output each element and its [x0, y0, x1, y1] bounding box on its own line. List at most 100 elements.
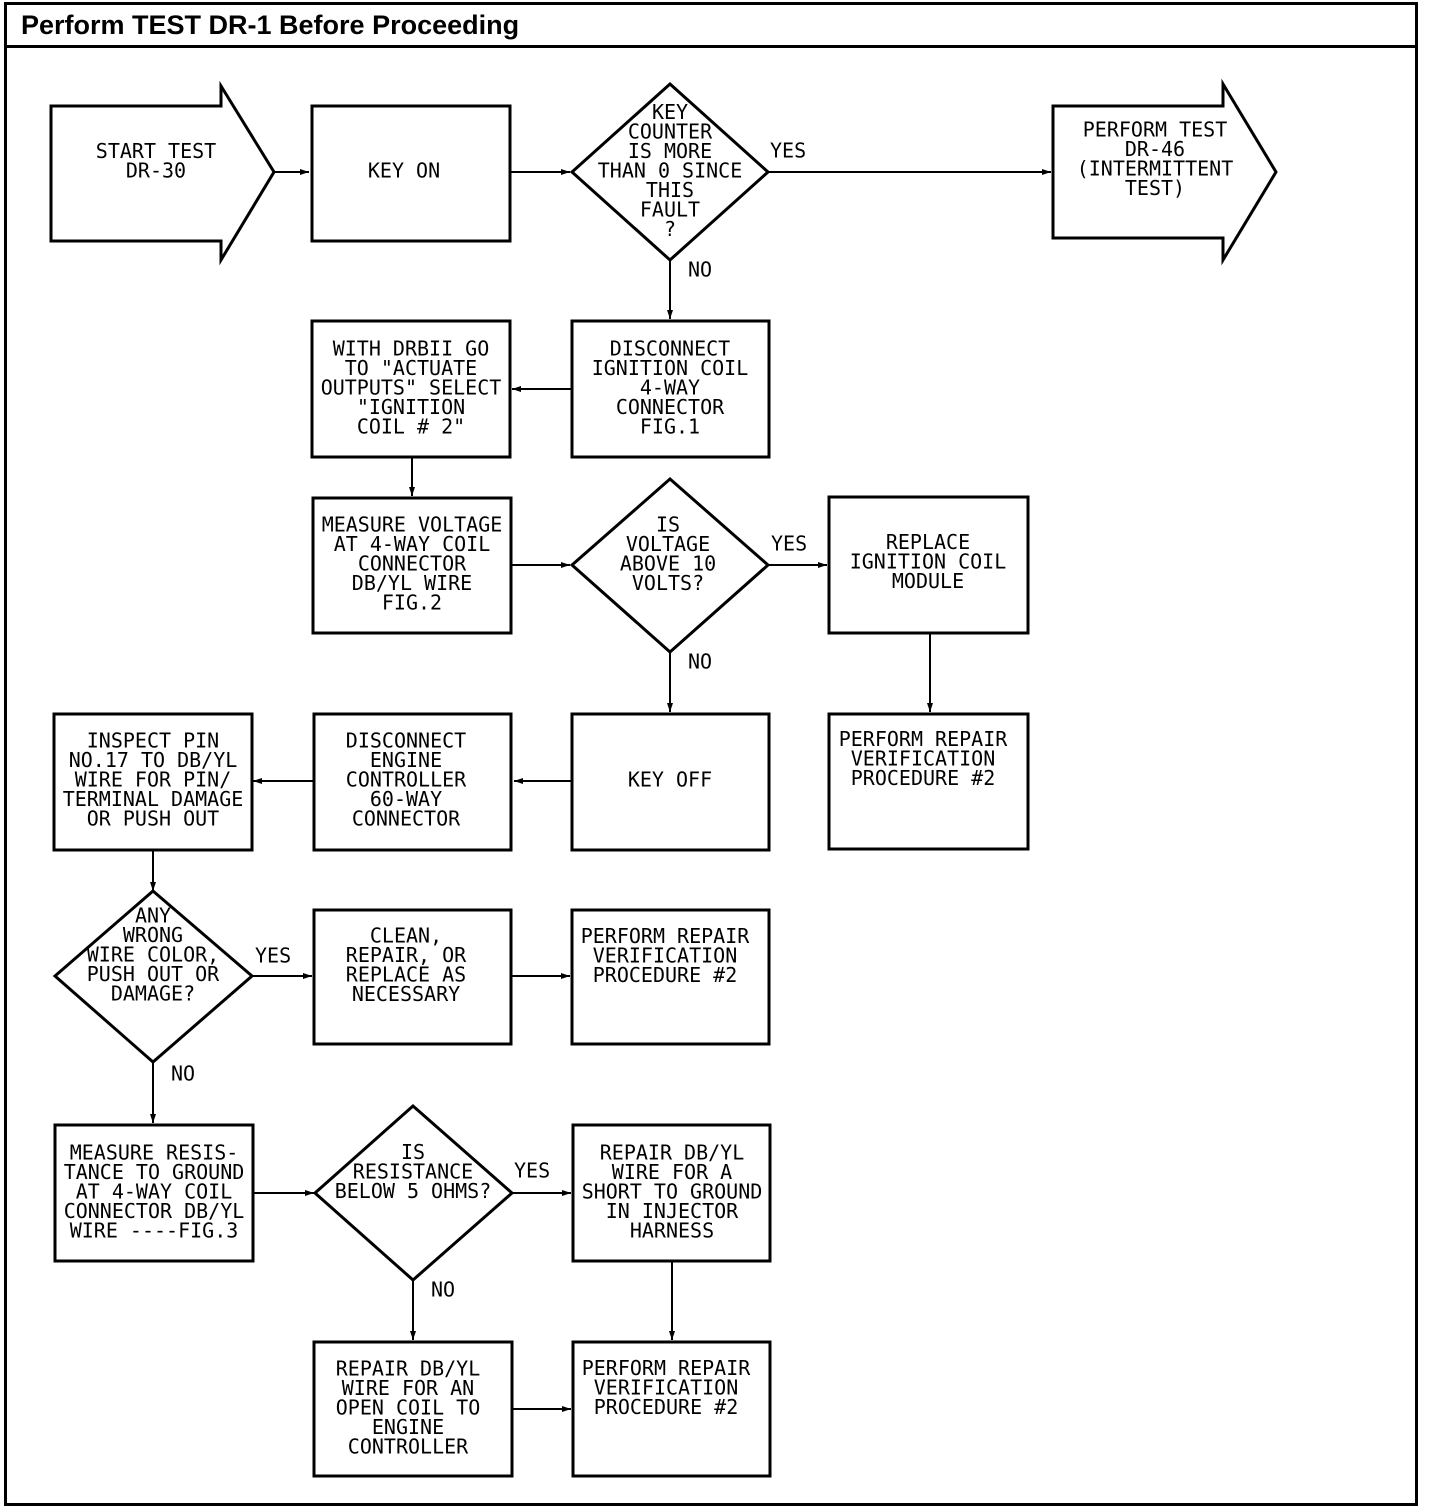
replace-module-text-line: MODULE — [892, 569, 964, 593]
inspect-pin-text-line: NO.17 TO DB/YL — [69, 748, 238, 772]
drbii-text-line: WITH DRBII GO — [333, 337, 490, 361]
edge-label-wrong-wire-yes: YES — [255, 944, 291, 968]
d-key-counter-text-line: COUNTER — [628, 120, 713, 144]
repair-verification-box-2 — [570, 908, 771, 1046]
repair-open-text-line: REPAIR DB/YL — [336, 1357, 481, 1381]
diagram-frame: Perform TEST DR-1 Before Proceeding — [4, 2, 1418, 1506]
repair-verification-box-3 — [571, 1340, 772, 1478]
disconnect-coil-text-line: IGNITION COIL — [592, 356, 749, 380]
repair-open-text-line: CONTROLLER — [348, 1435, 469, 1459]
d-key-counter-text-line: KEY — [652, 100, 688, 124]
d-voltage-text-line: VOLTS? — [632, 571, 704, 595]
clean-repair-box — [312, 908, 513, 1046]
repair-verif-1-text-line: VERIFICATION — [851, 747, 996, 771]
disconnect-engine-box — [312, 712, 513, 852]
key-off-box — [570, 712, 771, 852]
d-key-counter-text-line: THIS — [646, 178, 694, 202]
repair-verif-3-text-line: PROCEDURE #2 — [594, 1395, 739, 1419]
connectors — [150, 169, 1051, 1412]
drbii-box — [310, 319, 512, 459]
disconnect-engine-text-line: 60-WAY — [370, 787, 442, 811]
d-resistance-text-line: RESISTANCE — [353, 1160, 473, 1184]
clean-repair-text-line: REPAIR, OR — [346, 943, 467, 967]
measure-voltage-box — [311, 496, 513, 635]
d-voltage-text-line: ABOVE 10 — [620, 551, 716, 575]
disconnect-coil-text-line: DISCONNECT — [610, 337, 730, 361]
clean-repair-text-line: REPLACE AS — [346, 962, 466, 986]
disconnect-coil-text-line: FIG.1 — [640, 415, 700, 439]
repair-verif-1-text-line: PROCEDURE #2 — [851, 766, 996, 790]
repair-verif-3-text-line: VERIFICATION — [594, 1376, 739, 1400]
key-off-text-line: KEY OFF — [628, 768, 712, 792]
edge-label-voltage-yes: YES — [771, 532, 807, 556]
repair-verif-3-text-line: PERFORM REPAIR — [582, 1356, 752, 1380]
start-text-line: DR-30 — [126, 158, 186, 182]
disconnect-coil-text-line: 4-WAY — [640, 376, 700, 400]
wrong-wire-decision — [52, 889, 255, 1064]
repair-short-box — [571, 1123, 772, 1263]
d-key-counter-text-line: FAULT — [640, 198, 700, 222]
edge-label-resistance-no: NO — [431, 1278, 455, 1302]
drbii-text-line: OUTPUTS" SELECT — [321, 376, 502, 400]
start-arrow-shape — [49, 80, 276, 266]
page-title: Perform TEST DR-1 Before Proceeding — [7, 5, 1415, 48]
clean-repair-text-line: CLEAN, — [370, 923, 442, 947]
measure-resistance-text-line: AT 4-WAY COIL — [76, 1180, 233, 1204]
d-wrong-wire-text-line: ANY — [135, 904, 171, 928]
inspect-pin-text-line: OR PUSH OUT — [87, 807, 219, 831]
disconnect-coil-text-line: CONNECTOR — [616, 395, 725, 419]
measure-resistance-text-line: CONNECTOR DB/YL — [64, 1199, 245, 1223]
repair-open-text-line: OPEN COIL TO — [336, 1396, 481, 1420]
edge-label-resistance-yes: YES — [514, 1159, 550, 1183]
measure-voltage-text-line: AT 4-WAY COIL — [334, 532, 491, 556]
repair-verif-1-text-line: PERFORM REPAIR — [839, 727, 1009, 751]
d-voltage-text-line: IS — [656, 512, 680, 536]
measure-resistance-text-line: TANCE TO GROUND — [64, 1160, 245, 1184]
repair-short-text-line: SHORT TO GROUND — [582, 1180, 763, 1204]
edge-label-voltage-no: NO — [688, 650, 712, 674]
d-key-counter-text-line: ? — [664, 217, 676, 241]
edge-label-wrong-wire-no: NO — [171, 1062, 195, 1086]
d-key-counter-text-line: IS MORE — [628, 139, 712, 163]
repair-short-text-line: IN INJECTOR — [606, 1199, 739, 1223]
repair-open-text-line: ENGINE — [372, 1415, 444, 1439]
measure-voltage-text-line: CONNECTOR — [358, 552, 467, 576]
measure-resistance-box — [53, 1123, 255, 1263]
disconnect-engine-text-line: ENGINE — [370, 748, 442, 772]
d-wrong-wire-text-line: PUSH OUT OR — [87, 962, 220, 986]
perform-dr46-arrow-shape — [1051, 78, 1278, 266]
repair-short-text-line: REPAIR DB/YL — [600, 1141, 745, 1165]
key-on-text-line: KEY ON — [368, 159, 440, 183]
d-voltage-text-line: VOLTAGE — [626, 532, 710, 556]
repair-verif-2-text-line: PROCEDURE #2 — [593, 963, 738, 987]
repair-verification-box-1 — [827, 712, 1030, 851]
repair-verif-2-text-line: VERIFICATION — [593, 944, 738, 968]
measure-resistance-text-line: MEASURE RESIS- — [70, 1141, 239, 1165]
repair-verif-2-text-line: PERFORM REPAIR — [581, 924, 751, 948]
measure-voltage-text-line: DB/YL WIRE — [352, 571, 472, 595]
measure-resistance-text-line: WIRE ----FIG.3 — [70, 1219, 239, 1243]
inspect-pin-text-line: WIRE FOR PIN/ — [75, 768, 232, 792]
replace-module-text-line: REPLACE — [886, 530, 970, 554]
drbii-text-line: "IGNITION — [357, 395, 465, 419]
d-resistance-text-line: IS — [401, 1140, 425, 1164]
measure-voltage-text-line: FIG.2 — [382, 591, 442, 615]
d-wrong-wire-text-line: WRONG — [123, 923, 183, 947]
inspect-pin-text-line: TERMINAL DAMAGE — [63, 787, 244, 811]
d-wrong-wire-text-line: DAMAGE? — [111, 982, 195, 1006]
d-wrong-wire-text-line: WIRE COLOR, — [87, 943, 219, 967]
repair-short-text-line: WIRE FOR A — [612, 1160, 732, 1184]
d-resistance-text-line: BELOW 5 OHMS? — [335, 1179, 492, 1203]
inspect-pin-box — [52, 712, 254, 852]
disconnect-engine-text-line: CONTROLLER — [346, 768, 467, 792]
voltage-decision — [569, 477, 771, 655]
repair-open-box — [312, 1340, 514, 1478]
repair-short-text-line: HARNESS — [630, 1219, 714, 1243]
perform-dr46-text-line: DR-46 — [1125, 137, 1185, 161]
key-counter-decision — [569, 81, 771, 263]
perform-dr46-text-line: (INTERMITTENT — [1077, 156, 1234, 180]
start-text-line: START TEST — [96, 139, 216, 163]
resistance-decision — [312, 1103, 515, 1283]
disconnect-coil-box — [570, 319, 771, 459]
